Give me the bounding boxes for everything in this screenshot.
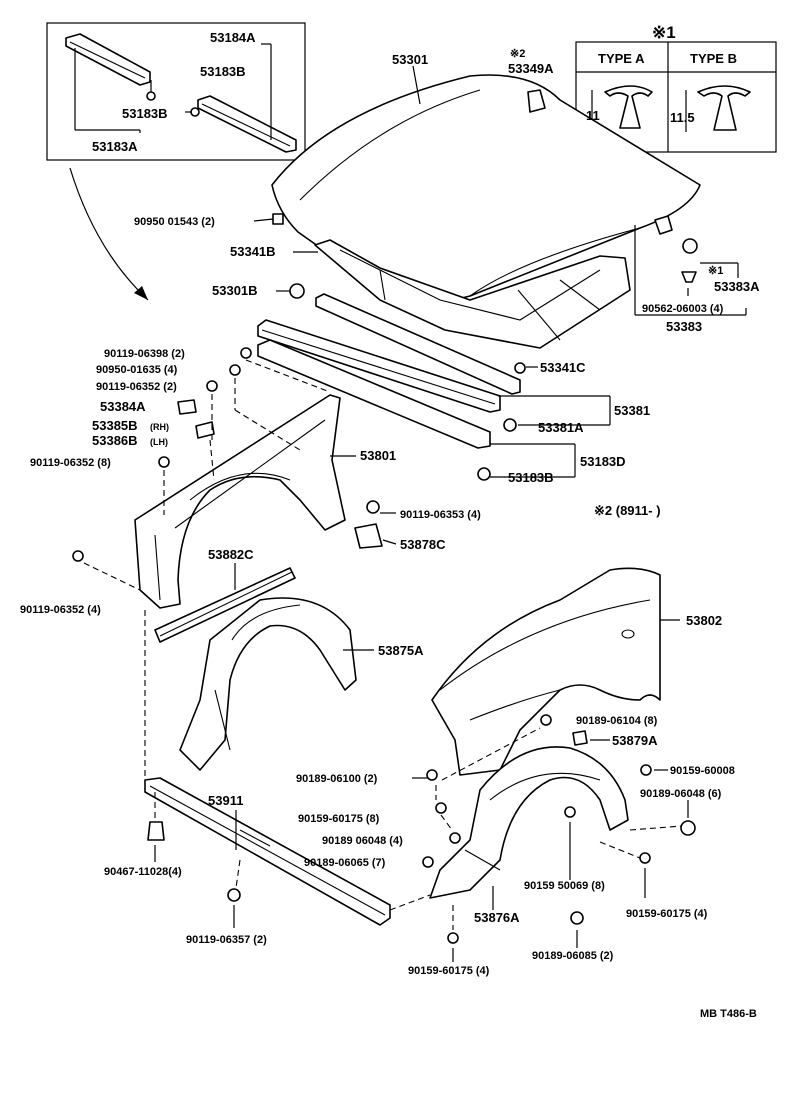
fender-liner-right	[429, 746, 629, 899]
label-53183D: 53183D	[580, 454, 626, 469]
label-90189-06104: 90189-06104 (8)	[576, 715, 658, 727]
label-53383: 53383	[666, 319, 702, 334]
front-fender	[431, 567, 661, 776]
label-53349A: 53349A	[508, 61, 554, 76]
label-90119-06352-c: 90119-06352 (4)	[20, 604, 101, 616]
label-90119-06398: 90119-06398 (2)	[104, 348, 185, 360]
small-fasteners	[72, 89, 698, 562]
radiator-support-upper	[257, 319, 501, 413]
label-53383A: 53383A	[714, 279, 760, 294]
label-90189-06048-a: 90189-06048 (6)	[640, 788, 722, 800]
label-53878C: 53878C	[400, 537, 446, 552]
label-53183B-mid: 53183B	[122, 106, 168, 121]
label-53381: 53381	[614, 403, 650, 418]
label-53879A: 53879A	[612, 733, 658, 748]
label-90159-50069: 90159 50069 (8)	[524, 880, 605, 892]
label-90119-06352-b: 90119-06352 (8)	[30, 457, 111, 469]
dashed-lines	[83, 359, 683, 930]
type-table-header: ※1	[652, 23, 676, 42]
label-90159-60175-b: 90159-60175 (4)	[626, 908, 708, 920]
type-a-dimension: 11	[586, 108, 600, 123]
type-b-label: TYPE B	[690, 51, 737, 66]
type-b-dimension: 11.5	[670, 110, 695, 125]
label-53876A: 53876A	[474, 910, 520, 925]
label-53882C: 53882C	[208, 547, 254, 562]
diagram-id: MB T486-B	[700, 1008, 757, 1020]
label-90189-06048-b: 90189 06048 (4)	[322, 835, 403, 847]
label-53184A: 53184A	[210, 30, 256, 45]
hood-seal-strip	[315, 293, 521, 395]
label-53383A-mark: ※1	[708, 265, 723, 277]
leader-lines	[154, 65, 747, 962]
part-labels: ※1 TYPE A TYPE B 11 11.5 53184A 53183B 5…	[20, 23, 760, 1020]
label-53385B: 53385B	[92, 418, 138, 433]
label-53801: 53801	[360, 448, 396, 463]
label-53349A-mark: ※2	[510, 48, 525, 60]
label-90159-60175-a: 90159-60175 (8)	[298, 813, 380, 825]
label-53386B-sub: (LH)	[150, 437, 168, 447]
bottom-fasteners	[147, 714, 696, 944]
label-53183B-low: 53183B	[508, 470, 554, 485]
label-53341C: 53341C	[540, 360, 586, 375]
label-53385B-sub: (RH)	[150, 422, 169, 432]
cowl-seal	[257, 339, 491, 449]
lower-apron	[144, 777, 391, 926]
fender-reinforcement	[154, 567, 296, 643]
label-90467-11028: 90467-11028(4)	[104, 866, 182, 878]
label-90189-06065-a: 90189-06065 (7)	[304, 857, 386, 869]
label-90562-06003: 90562-06003 (4)	[642, 303, 724, 315]
fender-apron	[134, 394, 346, 609]
label-90119-06357: 90119-06357 (2)	[186, 934, 267, 946]
label-53386B: 53386B	[92, 433, 138, 448]
inset-seal-detail	[46, 22, 306, 301]
label-53341B: 53341B	[230, 244, 276, 259]
label-53183B-top: 53183B	[200, 64, 246, 79]
hood-panel	[271, 74, 701, 349]
label-90159-60008: 90159-60008	[670, 765, 735, 777]
label-90950-01635: 90950-01635 (4)	[96, 364, 178, 376]
label-53384A: 53384A	[100, 399, 146, 414]
note-2: ※2 (8911- )	[594, 503, 661, 518]
label-53802: 53802	[686, 613, 722, 628]
label-53183A: 53183A	[92, 139, 138, 154]
type-a-label: TYPE A	[598, 51, 645, 66]
label-53911: 53911	[208, 793, 243, 808]
fender-liner-left	[179, 597, 357, 771]
label-53301B: 53301B	[212, 283, 258, 298]
label-53301: 53301	[392, 52, 428, 67]
label-90119-06353: 90119-06353 (4)	[400, 509, 481, 521]
label-90189-06085: 90189-06085 (2)	[532, 950, 614, 962]
label-90189-06100: 90189-06100 (2)	[296, 773, 378, 785]
label-53381A: 53381A	[538, 420, 584, 435]
label-90950-01543: 90950 01543 (2)	[134, 216, 215, 228]
label-53875A: 53875A	[378, 643, 424, 658]
label-90119-06352-a: 90119-06352 (2)	[96, 381, 177, 393]
label-90159-60175-c: 90159-60175 (4)	[408, 965, 490, 977]
